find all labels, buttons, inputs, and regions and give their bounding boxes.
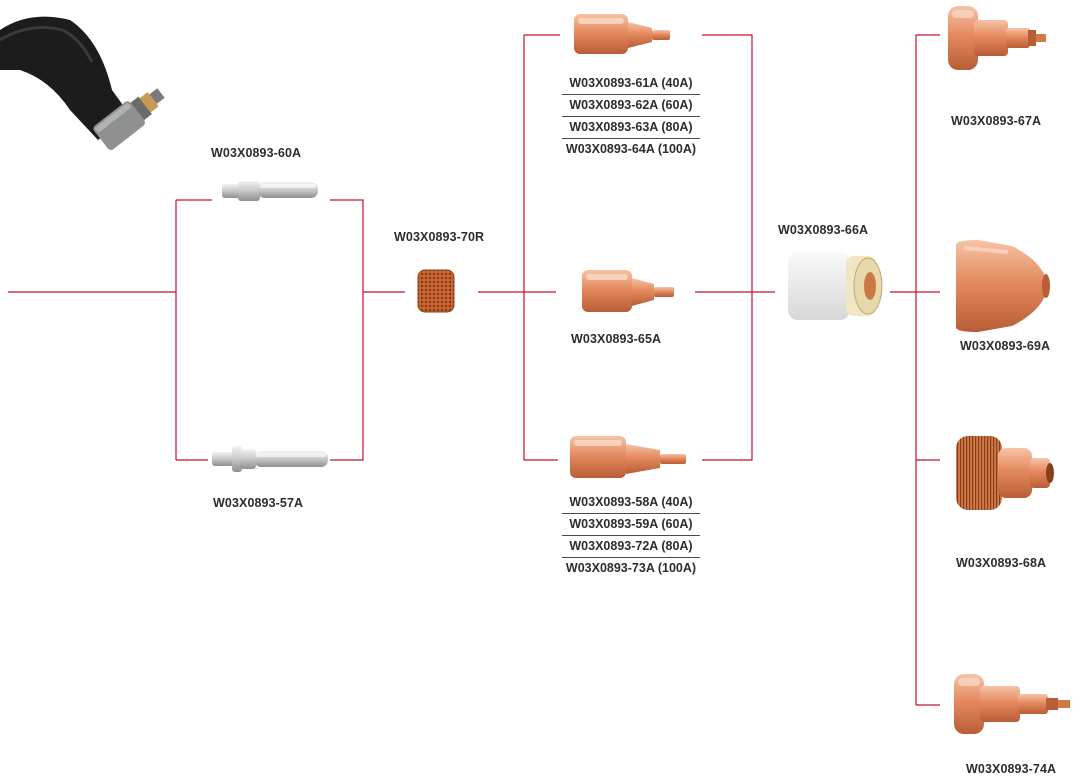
torch-handle-image <box>0 17 170 152</box>
nozzle-top-image <box>574 14 670 54</box>
shield-67a-image <box>948 6 1046 70</box>
label-nozzle-59a: W03X0893-59A (60A) <box>562 513 700 535</box>
label-nozzle-73a: W03X0893-73A (100A) <box>562 557 700 579</box>
shield-68a-image <box>956 436 1054 510</box>
label-shield-68a: W03X0893-68A <box>956 556 1046 570</box>
label-nozzle-62a: W03X0893-62A (60A) <box>562 94 700 116</box>
label-nozzle-72a: W03X0893-72A (80A) <box>562 535 700 557</box>
shield-69a-image <box>956 240 1050 332</box>
label-nozzle-61a: W03X0893-61A (40A) <box>562 73 700 94</box>
nozzle-top-label-stack: W03X0893-61A (40A) W03X0893-62A (60A) W0… <box>562 73 700 160</box>
electrode-57a-image <box>212 446 328 472</box>
nozzle-mid-image <box>582 270 674 312</box>
label-electrode-57a: W03X0893-57A <box>213 496 303 510</box>
label-nozzle-mid: W03X0893-65A <box>571 332 661 346</box>
label-retaining-cap: W03X0893-66A <box>778 223 868 237</box>
label-electrode-60a: W03X0893-60A <box>211 146 301 160</box>
retaining-cap-image <box>788 252 882 320</box>
swirl-ring-image <box>418 270 454 312</box>
label-swirl-ring: W03X0893-70R <box>394 230 484 244</box>
label-nozzle-64a: W03X0893-64A (100A) <box>562 138 700 160</box>
label-shield-74a: W03X0893-74A <box>966 762 1056 776</box>
connector-lines <box>8 35 940 705</box>
label-nozzle-58a: W03X0893-58A (40A) <box>562 492 700 513</box>
shield-74a-image <box>954 674 1070 734</box>
label-nozzle-63a: W03X0893-63A (80A) <box>562 116 700 138</box>
nozzle-bottom-label-stack: W03X0893-58A (40A) W03X0893-59A (60A) W0… <box>562 492 700 579</box>
label-shield-69a: W03X0893-69A <box>960 339 1050 353</box>
nozzle-bottom-image <box>570 436 686 478</box>
label-shield-67a: W03X0893-67A <box>951 114 1041 128</box>
electrode-60a-image <box>222 181 318 201</box>
